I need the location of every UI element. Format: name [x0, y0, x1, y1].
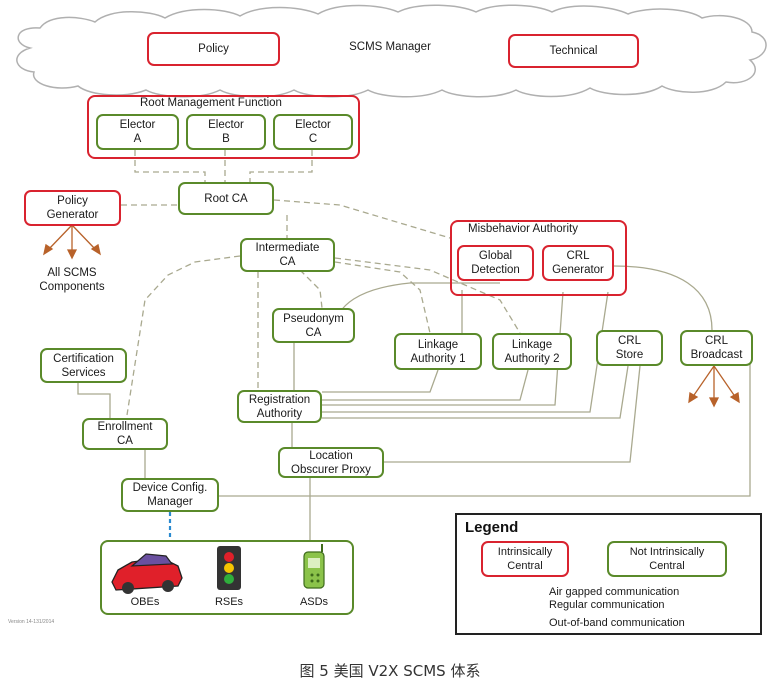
all-scms-components-label: All SCMS Components [39, 267, 105, 293]
legend-title: Legend [465, 519, 519, 536]
technical-box: Technical [508, 34, 639, 68]
crl-store: CRL Store [596, 330, 663, 366]
legend-regular-label: Regular communication [549, 599, 665, 611]
legend-intrinsic-central: Intrinsically Central [481, 541, 569, 577]
linkage-authority-1: Linkage Authority 1 [394, 333, 482, 370]
air-gapped-lines [121, 150, 521, 416]
intermediate-ca: Intermediate CA [240, 238, 335, 272]
elector-a: Elector A [96, 114, 179, 150]
misbehavior-authority-group [450, 220, 627, 296]
version-note: Version 14-131/2014 [8, 619, 55, 625]
regular-lines [77, 265, 751, 540]
legend-out-of-band-label: Out-of-band communication [549, 617, 685, 629]
crl-broadcast: CRL Broadcast [680, 330, 753, 366]
crl-broadcast-arrows [688, 365, 740, 408]
registration-authority: Registration Authority [237, 390, 322, 423]
enrollment-ca: Enrollment CA [82, 418, 168, 450]
legend: Legend Intrinsically Central Not Intrins… [455, 513, 762, 635]
scms-manager-label: SCMS Manager [349, 41, 431, 53]
traffic-light-icon [217, 546, 241, 590]
asds-label: ASDs [299, 596, 329, 608]
policy-generator: Policy Generator [24, 190, 121, 226]
policy-generator-arrows [43, 224, 101, 260]
rses-label: RSEs [214, 596, 244, 608]
misbehavior-authority-label: Misbehavior Authority [468, 223, 578, 235]
handheld-device-icon [303, 544, 325, 589]
obes-label: OBEs [130, 596, 160, 608]
elector-b: Elector B [186, 114, 266, 150]
crl-generator: CRL Generator [542, 245, 614, 281]
policy-box: Policy [147, 32, 280, 66]
pseudonym-ca: Pseudonym CA [272, 308, 355, 343]
root-ca: Root CA [178, 182, 274, 215]
root-management-group [87, 95, 360, 159]
figure-caption: 图 5 美国 V2X SCMS 体系 [299, 662, 481, 680]
end-entity-devices-group [100, 540, 354, 615]
location-obscurer-proxy: Location Obscurer Proxy [278, 447, 384, 478]
certification-services: Certification Services [40, 348, 127, 383]
legend-not-intrinsic-central: Not Intrinsically Central [607, 541, 727, 577]
root-management-label: Root Management Function [140, 97, 282, 109]
car-icon [111, 553, 183, 594]
cloud-shape [16, 4, 767, 98]
elector-c: Elector C [273, 114, 353, 150]
device-config-manager: Device Config. Manager [121, 478, 219, 512]
legend-air-gapped-label: Air gapped communication [549, 586, 680, 598]
linkage-authority-2: Linkage Authority 2 [492, 333, 572, 370]
global-detection: Global Detection [457, 245, 534, 281]
